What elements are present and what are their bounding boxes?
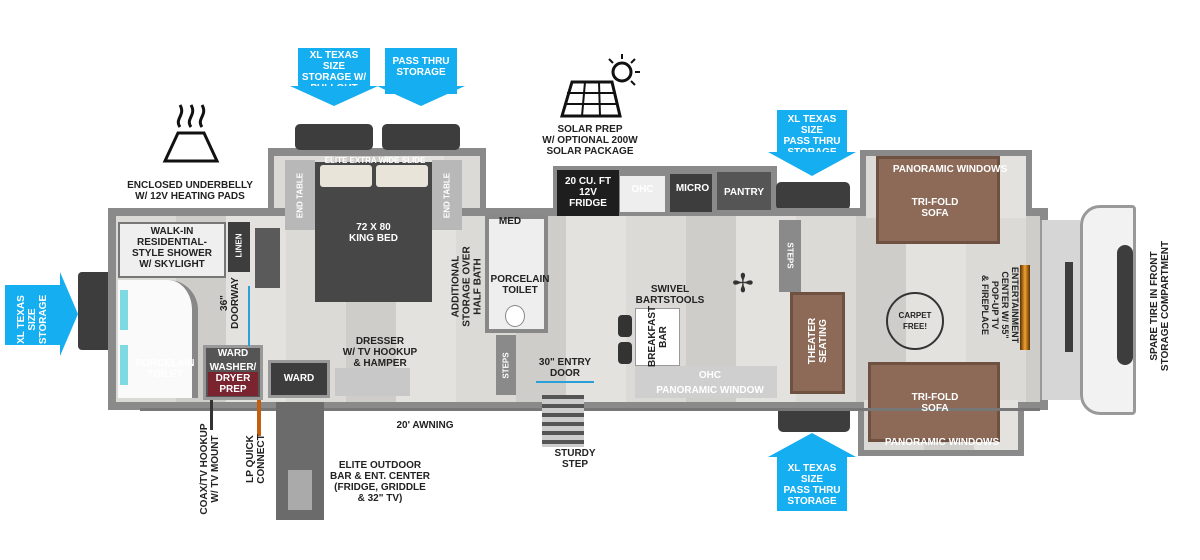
storage-box [295, 124, 373, 150]
steps [779, 220, 801, 292]
shower-label: WALK-IN RESIDENTIAL- STYLE SHOWER W/ SKY… [131, 226, 212, 270]
fridge [557, 170, 619, 216]
stool [618, 315, 632, 337]
ohc-label: OHC [698, 370, 722, 381]
underbelly-label: ENCLOSED UNDERBELLY W/ 12V HEATING PADS [127, 180, 253, 202]
sturdy-step-label: STURDY STEP [554, 448, 596, 470]
theater-seating [790, 292, 845, 394]
awning-line [140, 408, 1040, 411]
panoramic-windows-label: PANORAMIC WINDOWS [892, 164, 1008, 175]
dresser-label: DRESSER W/ TV HOOKUP & HAMPER [342, 336, 418, 369]
coax-line [210, 400, 213, 430]
storage-box [382, 124, 460, 150]
end-table [432, 160, 462, 230]
rear-toilet-label: PORCELAIN TOILET [135, 358, 195, 380]
microwave [670, 174, 712, 212]
bartstools-label: SWIVEL BARTSTOOLS [635, 284, 705, 306]
steps-label: STEPS [785, 242, 795, 269]
washer-dryer-prep [208, 372, 258, 396]
breakfast-bar-label: BREAKFAST BAR [647, 305, 669, 367]
dresser [335, 368, 410, 396]
sofa-label: TRI-FOLD SOFA [911, 197, 959, 219]
fireplace [1020, 265, 1030, 350]
pillow [320, 165, 372, 187]
rear-storage-box [78, 272, 112, 350]
arrow-head [377, 86, 465, 106]
end-table [285, 160, 315, 230]
sofa-label: TRI-FOLD SOFA [911, 392, 959, 414]
panoramic-windows-label: PANORAMIC WINDOWS [884, 437, 1000, 448]
awning-label: 20' AWNING [396, 420, 454, 431]
ohc-kitchen [620, 176, 665, 212]
sofa-top [876, 156, 1000, 244]
ohc-window-counter [635, 366, 777, 398]
carpet-free-stamp [886, 292, 944, 350]
end-table-label: END TABLE [442, 172, 452, 219]
outdoor-bar-label: ELITE OUTDOOR BAR & ENT. CENTER (FRIDGE,… [329, 460, 430, 504]
bed-label: 72 X 80 KING BED [349, 222, 398, 244]
panoramic-window-label: PANORAMIC WINDOW [656, 385, 764, 396]
entry-stairs [542, 395, 584, 447]
arrow-head [768, 152, 856, 176]
entertainment-label: ENTERTAINMENT CENTER W/ 55" POP-UP TV & … [980, 266, 1020, 344]
rear-storage-callout: XL TEXAS SIZE STORAGE [5, 285, 60, 345]
solar-panel-icon [559, 52, 645, 120]
ward-label: WARD [283, 373, 315, 384]
spare-tire [1117, 245, 1133, 365]
carpet-free-text: CARPET FREE! [898, 311, 932, 331]
front-storage-callout-bottom: XL TEXAS SIZE PASS THRU STORAGE [777, 457, 847, 511]
wall-tv [255, 228, 280, 288]
heating-pads-icon [160, 95, 222, 165]
arrow-head [768, 433, 856, 457]
ohc-label: OHC [631, 184, 654, 195]
spare-tire-label: SPARE TIRE IN FRONT STORAGE COMPARTMENT [1149, 240, 1171, 372]
window [120, 345, 128, 385]
doorway-label: 36" DOORWAY [219, 277, 241, 329]
med-label: MED [498, 216, 522, 227]
shower [118, 222, 226, 278]
lp-label: LP QUICK CONNECT [245, 434, 267, 484]
tv [1065, 262, 1073, 352]
bathroom [118, 280, 198, 398]
front-cabinet [1040, 220, 1080, 400]
ward-label: WARD [217, 348, 249, 359]
breakfast-bar [635, 308, 680, 366]
steps [496, 335, 516, 395]
arrow-head [290, 86, 378, 106]
toilet [505, 305, 525, 327]
slide-label: ELITE EXTRA WIDE SLIDE [324, 156, 426, 165]
half-bath [485, 215, 548, 333]
half-bath-toilet-label: PORCELAIN TOILET [490, 274, 550, 296]
linen-label: LINEN [234, 233, 244, 258]
front-storage-callout-top: XL TEXAS SIZE PASS THRU STORAGE [777, 110, 847, 158]
washer-label: WASHER/ DRYER PREP [209, 362, 257, 395]
coax-label: COAX/TV HOOKUP W/ TV MOUNT [199, 423, 221, 515]
outdoor-bar-screen [288, 470, 312, 510]
pantry-label: PANTRY [724, 187, 764, 198]
entry-door-dimension [536, 381, 594, 383]
stool [618, 342, 632, 364]
doorway-dimension [248, 286, 250, 346]
micro-label: MICRO [675, 183, 710, 194]
window [120, 290, 128, 330]
lp-line [257, 400, 261, 436]
end-table-label: END TABLE [295, 172, 305, 219]
pantry [717, 172, 771, 210]
arrow-head [60, 272, 78, 356]
pillow [376, 165, 428, 187]
storage-box [776, 182, 850, 210]
entry-door-label: 30" ENTRY DOOR [538, 357, 592, 379]
steps-label: STEPS [501, 352, 511, 379]
additional-storage-label: ADDITIONAL STORAGE OVER HALF BATH [450, 246, 484, 327]
bedroom-storage-callout-left: XL TEXAS SIZE STORAGE W/ PULLOUT TRAY [298, 48, 370, 105]
sofa-bottom [868, 362, 1000, 442]
wardrobe [268, 360, 330, 398]
fridge-label: 20 CU. FT 12V FRIDGE [564, 176, 612, 209]
solar-label: SOLAR PREP W/ OPTIONAL 200W SOLAR PACKAG… [542, 124, 638, 157]
ceiling-fan-icon: ✢ [732, 268, 754, 298]
linen-closet [228, 222, 250, 272]
theater-label: THEATER SEATING [807, 317, 829, 365]
